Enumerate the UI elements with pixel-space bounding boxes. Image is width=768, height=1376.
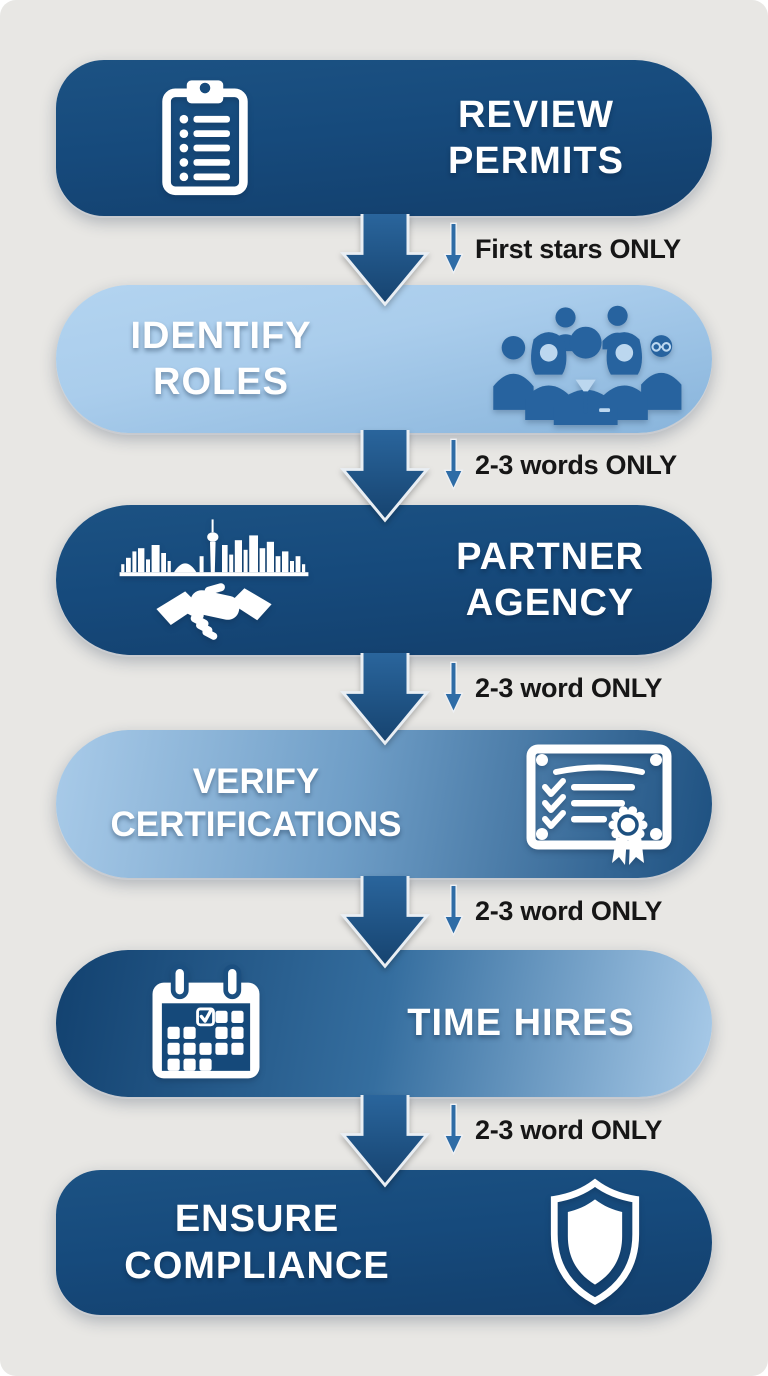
calendar-icon	[145, 961, 267, 1085]
flow-arrow-down-3	[337, 653, 433, 747]
down-arrow-icon	[442, 438, 465, 492]
down-arrow-icon	[442, 661, 465, 715]
connector-note-text: 2-3 word ONLY	[475, 672, 663, 703]
step-title-review-permits: REVIEW PERMITS	[356, 60, 716, 216]
down-arrow-icon	[442, 1103, 465, 1157]
step-title-line: ENSURE	[174, 1198, 340, 1241]
step-title-time-hires: TIME HIRES	[341, 950, 701, 1097]
clipboard-icon	[157, 77, 253, 197]
step-title-line: CERTIFICATIONS	[110, 805, 402, 844]
step-title-line: COMPLIANCE	[124, 1244, 390, 1287]
connector-note-text: First stars ONLY	[475, 233, 681, 264]
connector-note-1: First stars ONLY	[442, 222, 681, 276]
flow-arrow-down-5	[337, 1095, 433, 1189]
step-pill-partner-agency: PARTNER AGENCY	[56, 505, 712, 655]
step-title-line: REVIEW	[458, 93, 614, 136]
shield-icon	[540, 1178, 650, 1306]
flow-arrow-down-1	[337, 214, 433, 308]
step-title-line: PERMITS	[448, 140, 624, 182]
step-pill-time-hires: TIME HIRES	[56, 950, 712, 1097]
step-pill-verify-certifications: VERIFY CERTIFICATIONS	[56, 730, 712, 878]
connector-note-4: 2-3 word ONLY	[442, 884, 662, 938]
connector-note-3: 2-3 word ONLY	[442, 661, 662, 715]
handshake-skyline-icon	[95, 513, 333, 649]
step-title-line: IDENTIFY	[130, 314, 312, 357]
step-pill-review-permits: REVIEW PERMITS	[56, 60, 712, 216]
step-title-line: PARTNER	[456, 535, 644, 578]
step-title-line: AGENCY	[465, 582, 635, 624]
step-title-ensure-compliance: ENSURE COMPLIANCE	[72, 1170, 442, 1315]
connector-note-5: 2-3 word ONLY	[442, 1103, 662, 1157]
down-arrow-icon	[442, 884, 465, 938]
step-title-line: TIME HIRES	[407, 1002, 635, 1045]
connector-note-text: 2-3 words ONLY	[475, 449, 677, 480]
flow-arrow-down-4	[337, 876, 433, 970]
team-icon	[470, 299, 698, 425]
step-title-identify-roles: IDENTIFY ROLES	[56, 285, 386, 433]
flow-arrow-down-2	[337, 430, 433, 524]
step-title-line: ROLES	[153, 361, 289, 403]
certificate-icon	[506, 739, 692, 869]
connector-note-text: 2-3 word ONLY	[475, 895, 663, 926]
connector-note-text: 2-3 word ONLY	[475, 1114, 663, 1145]
connector-note-2: 2-3 words ONLY	[442, 438, 677, 492]
step-title-partner-agency: PARTNER AGENCY	[370, 505, 730, 655]
step-title-verify-certifications: VERIFY CERTIFICATIONS	[66, 730, 446, 878]
step-title-line: VERIFY	[192, 762, 320, 802]
step-pill-identify-roles: IDENTIFY ROLES	[56, 285, 712, 433]
step-pill-ensure-compliance: ENSURE COMPLIANCE	[56, 1170, 712, 1315]
down-arrow-icon	[442, 222, 465, 276]
